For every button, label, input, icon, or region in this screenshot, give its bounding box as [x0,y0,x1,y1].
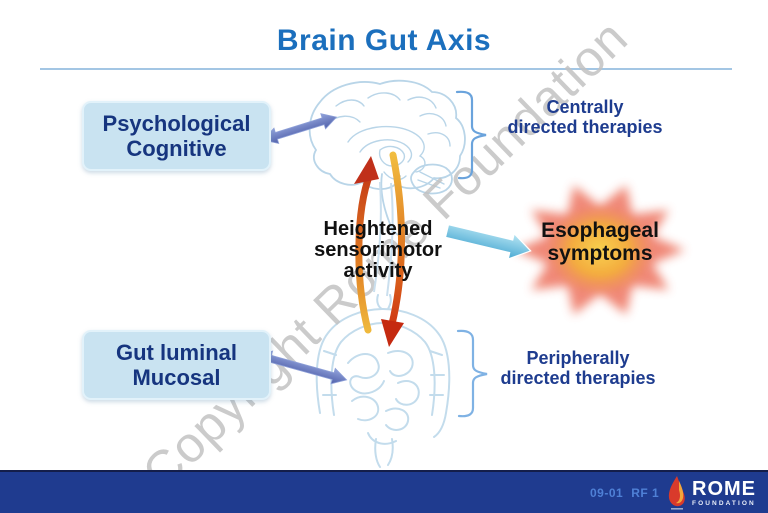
box-line: Mucosal [132,365,221,390]
descending-signal-arrow-icon [381,151,405,347]
rome-foundation-logo: ROME FOUNDATION [666,475,756,512]
psychological-cognitive-box: Psychological Cognitive [82,101,271,171]
rome-flame-icon [668,476,685,510]
peripherally-directed-therapies-label: Peripherally directed therapies [500,348,656,388]
box-line: Gut luminal [116,340,237,365]
symptom-arrow-icon [444,223,532,260]
ascending-signal-arrow-icon [354,156,379,334]
spinal-cord-lines [373,181,394,297]
slide-number: 09-01 RF 1 [590,486,659,500]
starburst-shape [515,185,685,315]
logo-title: ROME [692,478,756,500]
page-title: Brain Gut Axis [276,24,492,57]
footer-bar: 09-01 RF 1 ROME FOUNDATION [0,470,768,513]
brain-sketch-icon [308,79,466,236]
heightened-activity-label: Heightened sensorimotor activity [314,218,442,282]
esophageal-symptoms-label: Esophageal symptoms [541,219,659,265]
brace-central-icon [455,90,487,180]
bidirectional-arrow-top-icon [262,113,338,145]
brace-peripheral-icon [456,329,488,418]
logo-subtitle: FOUNDATION [692,500,756,507]
gut-luminal-mucosal-box: Gut luminal Mucosal [82,330,271,400]
box-line: Cognitive [126,136,227,161]
centrally-directed-therapies-label: Centrally directed therapies [507,97,663,137]
box-line: Psychological [102,111,251,136]
title-divider [40,68,732,70]
slide-code: 09-01 [590,486,624,500]
slide-ref: RF 1 [631,486,660,500]
